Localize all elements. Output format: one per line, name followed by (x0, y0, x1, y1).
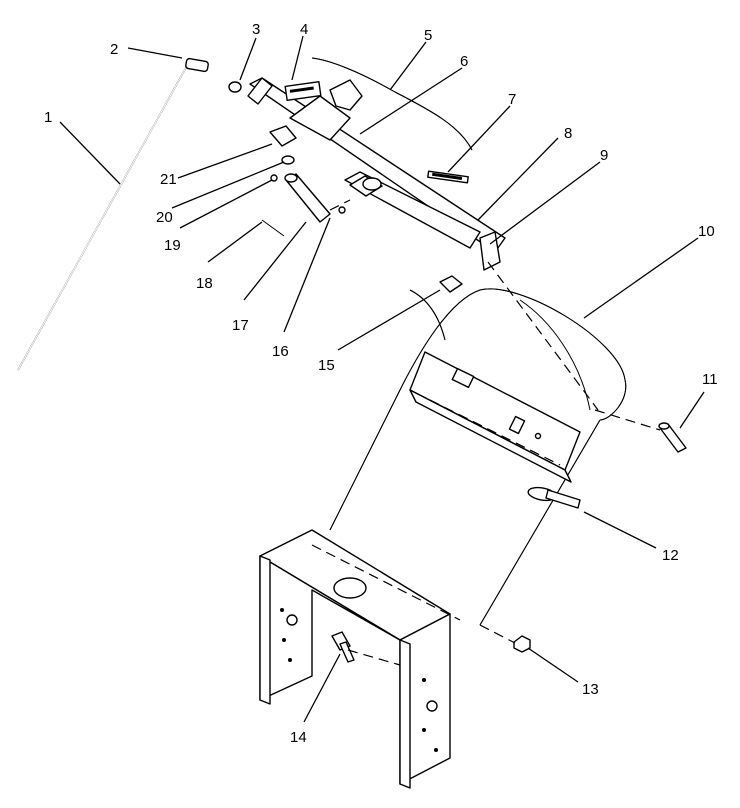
callout-18: 18 (196, 275, 213, 292)
callout-6: 6 (460, 53, 468, 70)
callout-labels: 1 2 3 4 5 6 7 8 9 10 11 12 13 14 15 16 1… (44, 21, 718, 746)
callout-20: 20 (156, 209, 173, 226)
callout-2: 2 (110, 41, 118, 58)
part-21-block (269, 125, 297, 147)
part-17-link (284, 173, 331, 223)
callout-19: 19 (164, 237, 181, 254)
part-10-handle (329, 288, 627, 626)
part-13-nut (513, 635, 531, 653)
part-18-pin (261, 219, 285, 237)
callout-13: 13 (582, 681, 599, 698)
part-5-cable (311, 57, 473, 151)
callout-21: 21 (160, 171, 177, 188)
callout-14: 14 (290, 729, 307, 746)
part-1-rod (17, 57, 209, 371)
part-7-decal (427, 170, 469, 184)
callout-15: 15 (318, 357, 335, 374)
part-20-nut (281, 155, 295, 165)
callout-9: 9 (600, 147, 608, 164)
callout-12: 12 (662, 547, 679, 564)
callout-16: 16 (272, 343, 289, 360)
callout-8: 8 (564, 125, 572, 142)
callout-11: 11 (702, 371, 718, 388)
part-6-control-bar (247, 77, 506, 271)
callout-10: 10 (698, 223, 715, 240)
callout-5: 5 (424, 27, 432, 44)
part-4-decal (284, 81, 322, 101)
part-11-pin (658, 422, 687, 453)
lower-bracket (259, 529, 451, 789)
callout-1: 1 (44, 109, 52, 126)
callout-4: 4 (300, 21, 308, 38)
assembly-dash-lines (311, 199, 661, 666)
part-19-washer (270, 174, 278, 182)
callout-3: 3 (252, 21, 260, 38)
part-12-knob (527, 486, 581, 509)
callout-7: 7 (508, 91, 516, 108)
part-16-screw (338, 206, 346, 214)
part-15-block (439, 275, 463, 293)
callout-17: 17 (232, 317, 249, 334)
console-box (409, 351, 581, 483)
part-14-bolt (331, 631, 355, 663)
leader-lines (59, 35, 705, 723)
part-3-bushing (228, 81, 242, 93)
